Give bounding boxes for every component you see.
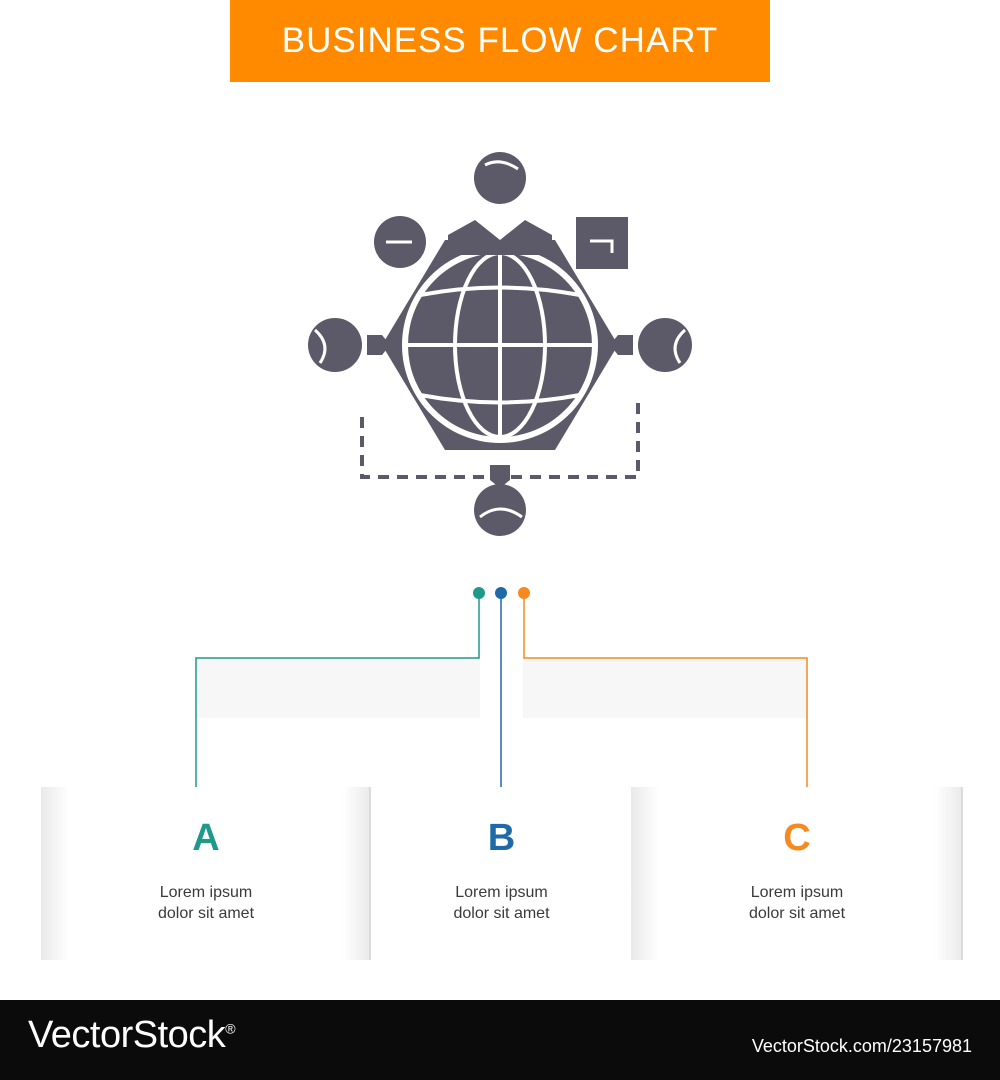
brand-mark: ® xyxy=(225,1020,236,1037)
page-title: BUSINESS FLOW CHART xyxy=(281,21,719,60)
global-network-icon xyxy=(308,152,692,536)
step-a-line2: dolor sit amet xyxy=(157,905,255,922)
step-c-line1: Lorem ipsum xyxy=(750,884,844,901)
step-letter-c: C xyxy=(783,817,811,859)
step-c-line2: dolor sit amet xyxy=(748,905,846,922)
step-card-a: A Lorem ipsum dolor sit amet xyxy=(41,787,371,960)
step-letter-a: A xyxy=(192,817,220,859)
connector-a xyxy=(195,593,480,798)
step-card-b: B Lorem ipsum dolor sit amet xyxy=(372,787,631,960)
dashed-connector xyxy=(360,403,640,479)
title-banner: BUSINESS FLOW CHART xyxy=(230,0,770,82)
step-b-line1: Lorem ipsum xyxy=(455,884,548,901)
connector-dot-b xyxy=(495,587,507,599)
person-left-icon xyxy=(308,318,362,372)
person-top-icon xyxy=(474,152,526,204)
step-text-c: Lorem ipsum dolor sit amet xyxy=(631,882,963,924)
step-text-b: Lorem ipsum dolor sit amet xyxy=(372,882,631,924)
step-b-line2: dolor sit amet xyxy=(453,905,550,922)
step-a-line1: Lorem ipsum xyxy=(159,884,253,901)
connector-c xyxy=(523,593,808,798)
flow-connectors xyxy=(195,587,808,798)
brand-name: VectorStock xyxy=(28,1014,226,1056)
square-node-icon xyxy=(576,217,628,269)
connector-dot-a xyxy=(473,587,485,599)
step-text-a: Lorem ipsum dolor sit amet xyxy=(41,882,371,924)
step-card-c: C Lorem ipsum dolor sit amet xyxy=(631,787,963,960)
connector-dot-c xyxy=(518,587,530,599)
step-letter-b: B xyxy=(487,817,516,859)
vectorstock-logo: VectorStock® xyxy=(28,1014,236,1057)
footer-bar: VectorStock® VectorStock.com/23157981 xyxy=(0,1000,1000,1080)
person-right-icon xyxy=(638,318,692,372)
image-id: VectorStock.com/23157981 xyxy=(751,1036,972,1056)
